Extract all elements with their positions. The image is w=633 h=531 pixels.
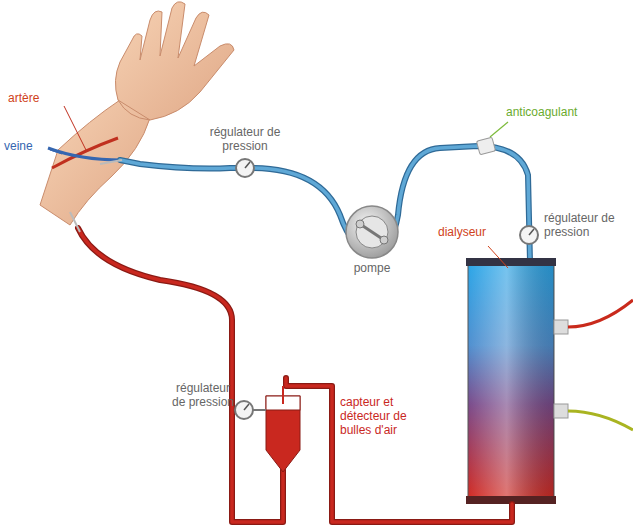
venous-tube [120,146,530,262]
part-label: capteur et détecteur de bulles d'air [340,396,440,437]
vein [48,148,122,160]
arterial-tube [78,228,512,522]
leader-line [50,150,62,154]
venous-tube [120,146,530,262]
part-label: dialyseur [438,226,508,240]
hand [40,2,234,225]
pressure-gauge [236,159,254,177]
leader-line [64,106,86,150]
pressure-gauge [520,226,538,244]
arterial-tube [78,228,512,522]
needle [100,160,122,164]
part-label: anticoagulant [506,106,606,120]
vessel-label: artère [8,92,68,106]
part-label: régulateur de pression [195,126,295,154]
part-label: régulateur de pression [544,212,630,240]
dialyser [466,246,633,504]
part-label: pompe [337,262,407,276]
part-label: régulateur de pression [170,382,236,410]
pump [346,206,398,258]
pressure-gauge [235,401,266,419]
vessel-label: veine [4,140,50,154]
needle [70,212,80,232]
bubble-detector [266,386,300,472]
anticoagulant-port [476,122,508,155]
